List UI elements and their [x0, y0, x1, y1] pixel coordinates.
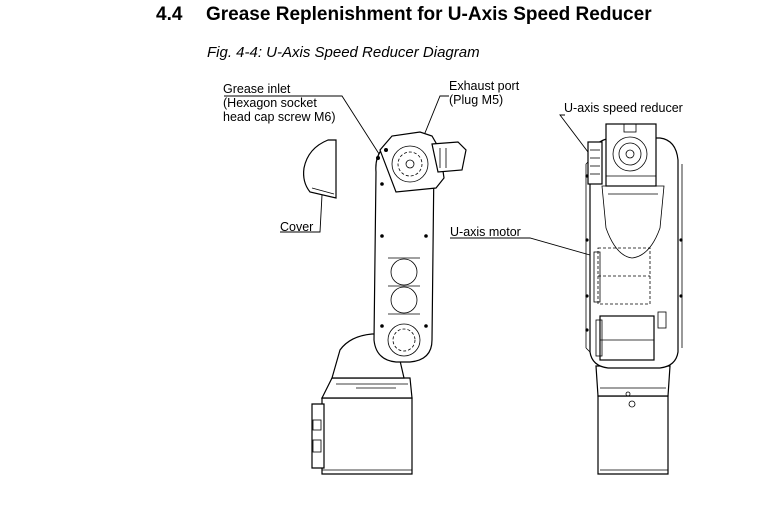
front-lower-motor: [599, 315, 655, 361]
callout-u-axis-speed-reducer: U-axis speed reducer: [564, 101, 683, 115]
figure-caption: Fig. 4-4: U-Axis Speed Reducer Diagram: [207, 44, 480, 61]
robot-front-view: [585, 123, 683, 475]
side-connector: [311, 403, 325, 469]
callout-exhaust-port: Exhaust port (Plug M5): [449, 79, 519, 107]
callout-cover: Cover: [280, 220, 314, 234]
side-base: [321, 397, 413, 475]
exhaust-port-line-1: Exhaust port: [449, 79, 520, 93]
cover-part: [303, 139, 337, 199]
exhaust-port-line-2: (Plug M5): [449, 93, 504, 107]
side-forearm: [431, 141, 467, 173]
u-axis-speed-reducer-leader: [559, 114, 589, 153]
robot-side-view: [311, 131, 467, 475]
grease-inlet-line-3: head cap screw M6): [223, 110, 336, 124]
u-axis-motor-leader: [450, 237, 591, 256]
grease-inlet-line-1: Grease inlet: [223, 82, 291, 96]
callout-u-axis-motor: U-axis motor: [450, 225, 521, 239]
front-base: [597, 395, 669, 475]
u-axis-speed-reducer: [587, 141, 603, 185]
section-number: 4.4: [156, 4, 183, 25]
grease-inlet-line-2: (Hexagon socket: [223, 96, 317, 110]
section-title: Grease Replenishment for U-Axis Speed Re…: [206, 4, 652, 25]
callout-grease-inlet: Grease inlet (Hexagon socket head cap sc…: [223, 82, 336, 124]
front-wrist: [605, 123, 657, 187]
grease-inlet-leader: [224, 95, 382, 158]
section-heading: 4.4 Grease Replenishment for U-Axis Speed…: [156, 4, 652, 26]
cover-leader: [280, 194, 323, 233]
front-arm-body: [589, 137, 679, 369]
